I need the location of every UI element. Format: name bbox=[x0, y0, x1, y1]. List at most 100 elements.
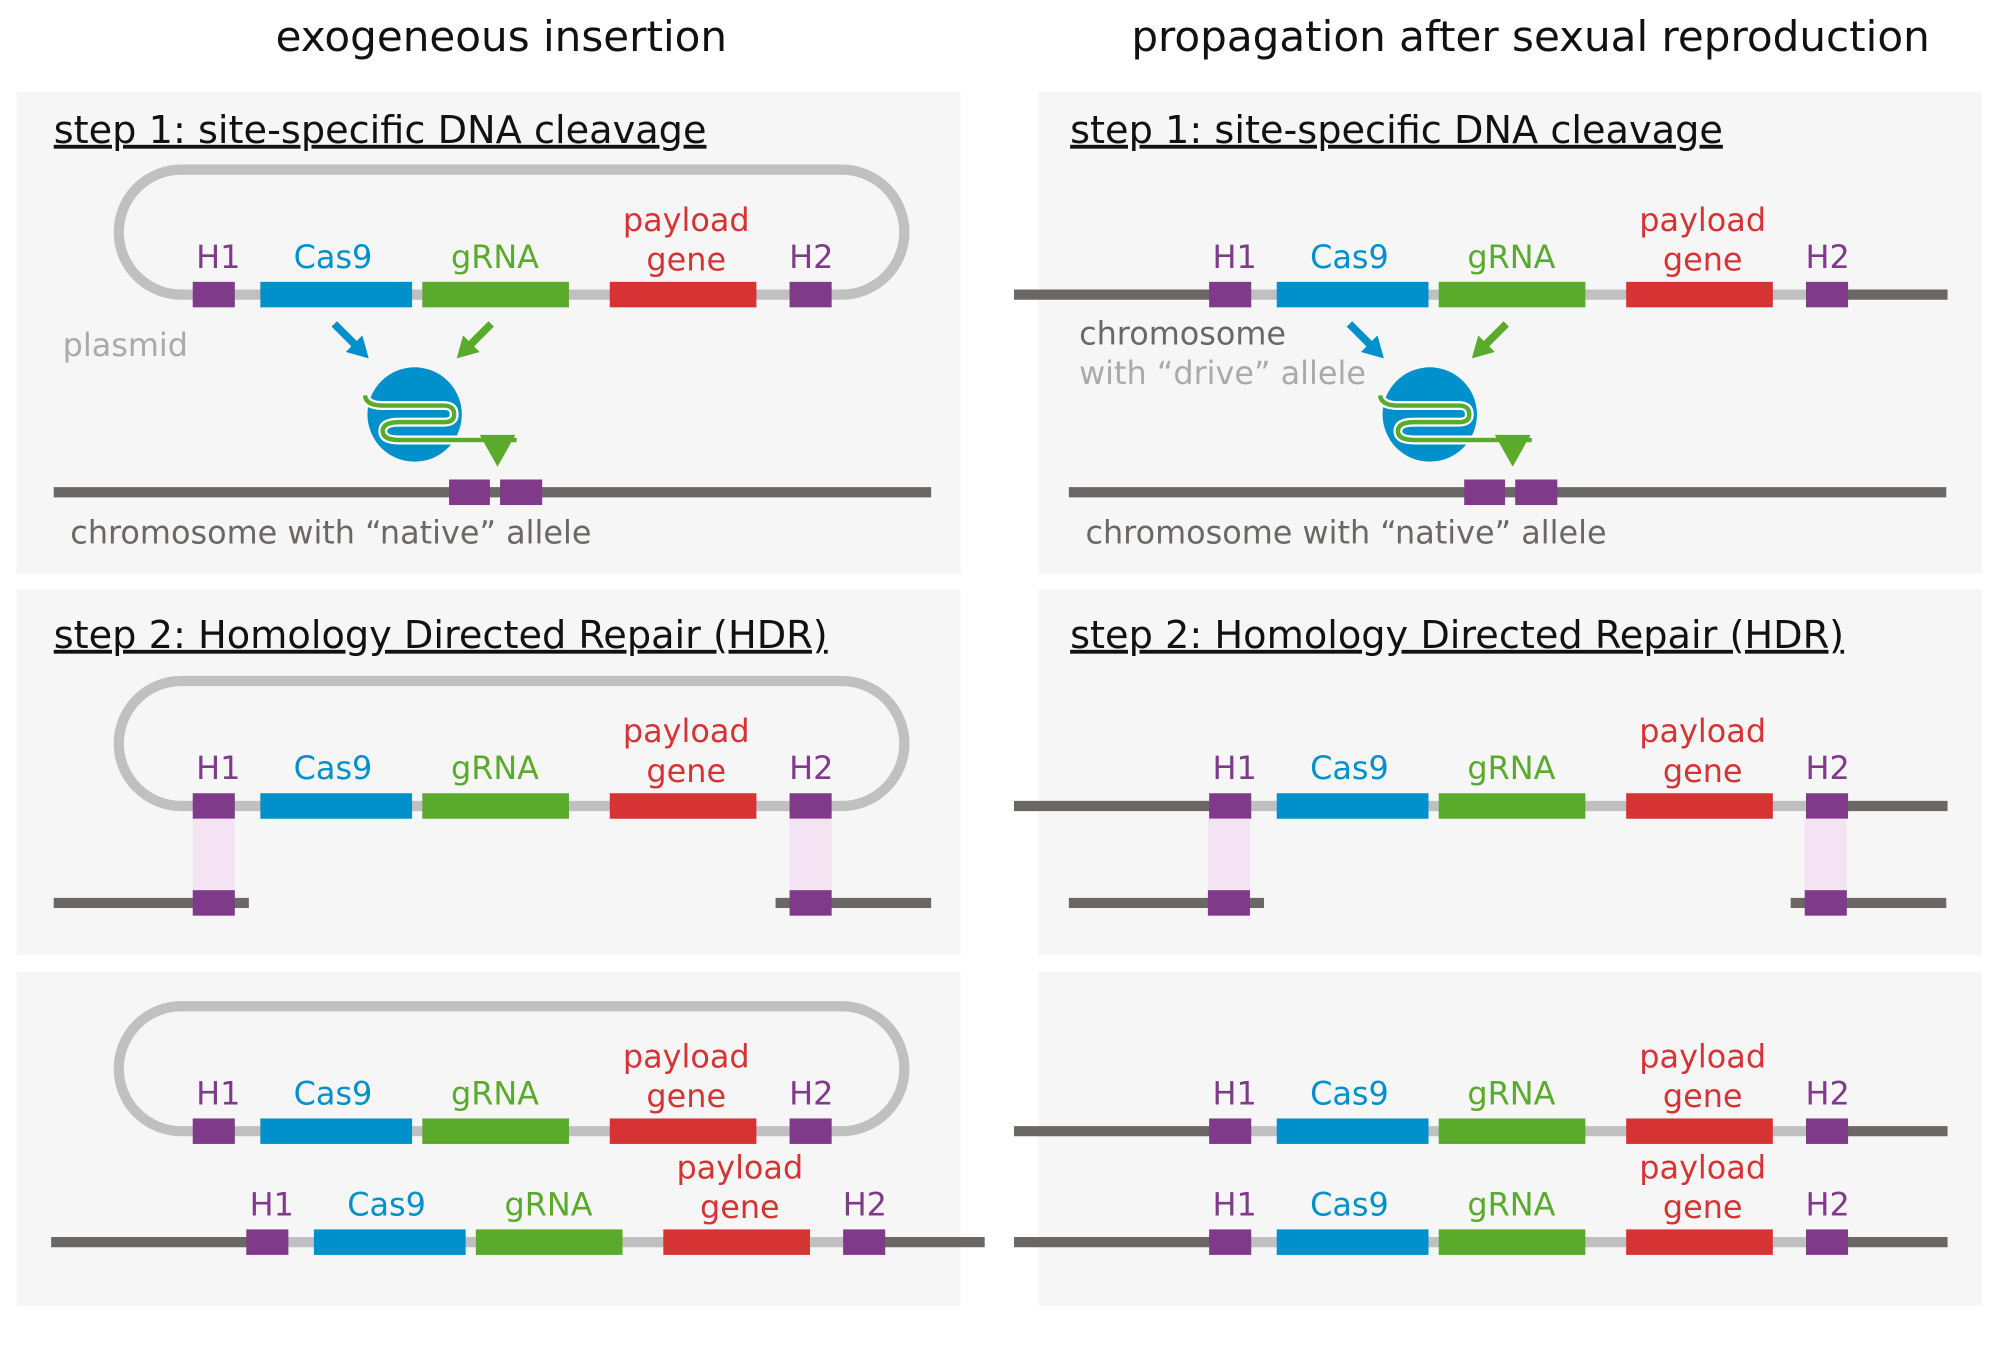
cas9-label: Cas9 bbox=[1310, 749, 1389, 787]
grna-segment bbox=[1438, 1118, 1586, 1144]
payload-label: gene bbox=[646, 240, 726, 278]
payload-label: payload bbox=[1639, 1037, 1766, 1075]
h2-segment bbox=[1805, 1229, 1849, 1255]
step1-heading-right: step 1: site-specific DNA cleavage bbox=[1070, 108, 1723, 153]
h2-segment bbox=[1805, 281, 1849, 308]
h1-target bbox=[449, 479, 490, 506]
payload-segment bbox=[663, 1229, 810, 1255]
h1-target bbox=[1207, 890, 1250, 916]
payload-label: payload bbox=[623, 712, 750, 750]
cas9-segment bbox=[313, 1229, 466, 1255]
h2-label: H2 bbox=[1806, 1074, 1850, 1112]
cas9-segment bbox=[260, 281, 413, 308]
h2-label: H2 bbox=[1806, 1185, 1850, 1223]
column-title-left: exogeneous insertion bbox=[276, 12, 727, 61]
cas9-segment bbox=[1276, 281, 1429, 308]
native-chromosome-label: chromosome with “native” allele bbox=[1085, 513, 1606, 551]
h1-segment bbox=[192, 281, 235, 308]
h2-target bbox=[789, 890, 832, 916]
native-chromosome-label: chromosome with “native” allele bbox=[70, 513, 591, 551]
plasmid-label: plasmid bbox=[63, 326, 188, 364]
h2-label: H2 bbox=[789, 238, 833, 276]
payload-label: gene bbox=[646, 752, 726, 790]
h2-label: H2 bbox=[789, 1074, 833, 1112]
payload-label: gene bbox=[700, 1188, 780, 1226]
h1-label: H1 bbox=[1213, 1074, 1257, 1112]
grna-segment bbox=[1438, 281, 1586, 308]
h2-segment bbox=[843, 1229, 886, 1255]
h1-segment bbox=[1209, 793, 1252, 819]
homology-pairing bbox=[1804, 818, 1847, 891]
h1-segment bbox=[1209, 1118, 1252, 1144]
plasmid-backbone bbox=[113, 1001, 910, 1137]
h1-target bbox=[192, 890, 235, 916]
h1-label: H1 bbox=[196, 238, 240, 276]
homology-pairing bbox=[1207, 818, 1250, 891]
grna-label: gRNA bbox=[451, 238, 539, 276]
arrow-icon bbox=[331, 321, 360, 350]
cleavage-site-icon bbox=[1494, 434, 1531, 467]
arrow-icon bbox=[465, 321, 494, 350]
cas9-label: Cas9 bbox=[1310, 238, 1389, 276]
cas9-protein-icon bbox=[1382, 367, 1477, 462]
grna-label: gRNA bbox=[451, 1074, 539, 1112]
payload-label: payload bbox=[1639, 201, 1766, 239]
payload-label: gene bbox=[1663, 1188, 1743, 1226]
grna-segment bbox=[422, 1118, 569, 1144]
arrow-icon bbox=[1471, 335, 1495, 359]
payload-segment bbox=[609, 793, 757, 819]
h1-segment bbox=[1209, 281, 1252, 308]
grna-label: gRNA bbox=[505, 1185, 593, 1223]
payload-segment bbox=[1626, 1118, 1773, 1144]
payload-label: gene bbox=[1663, 240, 1743, 278]
arrow-icon bbox=[1346, 321, 1376, 350]
h1-segment bbox=[246, 1229, 289, 1255]
payload-label: payload bbox=[623, 201, 750, 239]
cas9-protein-icon bbox=[367, 367, 462, 462]
drive-chromosome-label: chromosome bbox=[1079, 314, 1286, 352]
h1-label: H1 bbox=[1213, 749, 1257, 787]
h1-label: H1 bbox=[196, 749, 240, 787]
payload-label: payload bbox=[1639, 1148, 1766, 1186]
h2-label: H2 bbox=[843, 1185, 887, 1223]
cas9-segment bbox=[1276, 1118, 1429, 1144]
cas9-segment bbox=[1276, 1229, 1429, 1255]
payload-segment bbox=[1626, 281, 1773, 308]
grna-label: gRNA bbox=[1467, 1074, 1555, 1112]
grna-strand-icon bbox=[1377, 394, 1532, 443]
payload-segment bbox=[1626, 793, 1773, 819]
grna-segment bbox=[475, 1229, 623, 1255]
h1-label: H1 bbox=[1213, 238, 1257, 276]
step2-heading-right: step 2: Homology Directed Repair (HDR) bbox=[1070, 613, 1844, 658]
h2-segment bbox=[789, 1118, 832, 1144]
drive-chromosome-label: with “drive” allele bbox=[1079, 354, 1366, 392]
plasmid-backbone bbox=[113, 164, 910, 300]
grna-label: gRNA bbox=[1467, 1185, 1555, 1223]
payload-label: payload bbox=[676, 1148, 803, 1186]
arrow-icon bbox=[345, 335, 369, 359]
h2-segment bbox=[789, 793, 832, 819]
grna-segment bbox=[422, 793, 569, 819]
grna-label: gRNA bbox=[1467, 749, 1555, 787]
grna-segment bbox=[422, 281, 569, 308]
cleavage-site-icon bbox=[479, 434, 516, 467]
h1-target bbox=[1464, 479, 1506, 506]
payload-label: gene bbox=[646, 1077, 726, 1115]
h2-segment bbox=[1805, 1118, 1849, 1144]
payload-label: payload bbox=[623, 1037, 750, 1075]
grna-label: gRNA bbox=[451, 749, 539, 787]
payload-label: gene bbox=[1663, 752, 1743, 790]
payload-segment bbox=[1626, 1229, 1773, 1255]
grna-segment bbox=[1438, 1229, 1586, 1255]
h1-label: H1 bbox=[1213, 1185, 1257, 1223]
step2-heading-left: step 2: Homology Directed Repair (HDR) bbox=[54, 613, 828, 658]
h2-label: H2 bbox=[1806, 749, 1850, 787]
cas9-segment bbox=[260, 1118, 413, 1144]
cas9-segment bbox=[1276, 793, 1429, 819]
cas9-label: Cas9 bbox=[1310, 1074, 1389, 1112]
arrow-icon bbox=[456, 335, 480, 359]
payload-label: gene bbox=[1663, 1077, 1743, 1115]
h1-segment bbox=[1209, 1229, 1252, 1255]
h1-label: H1 bbox=[250, 1185, 294, 1223]
